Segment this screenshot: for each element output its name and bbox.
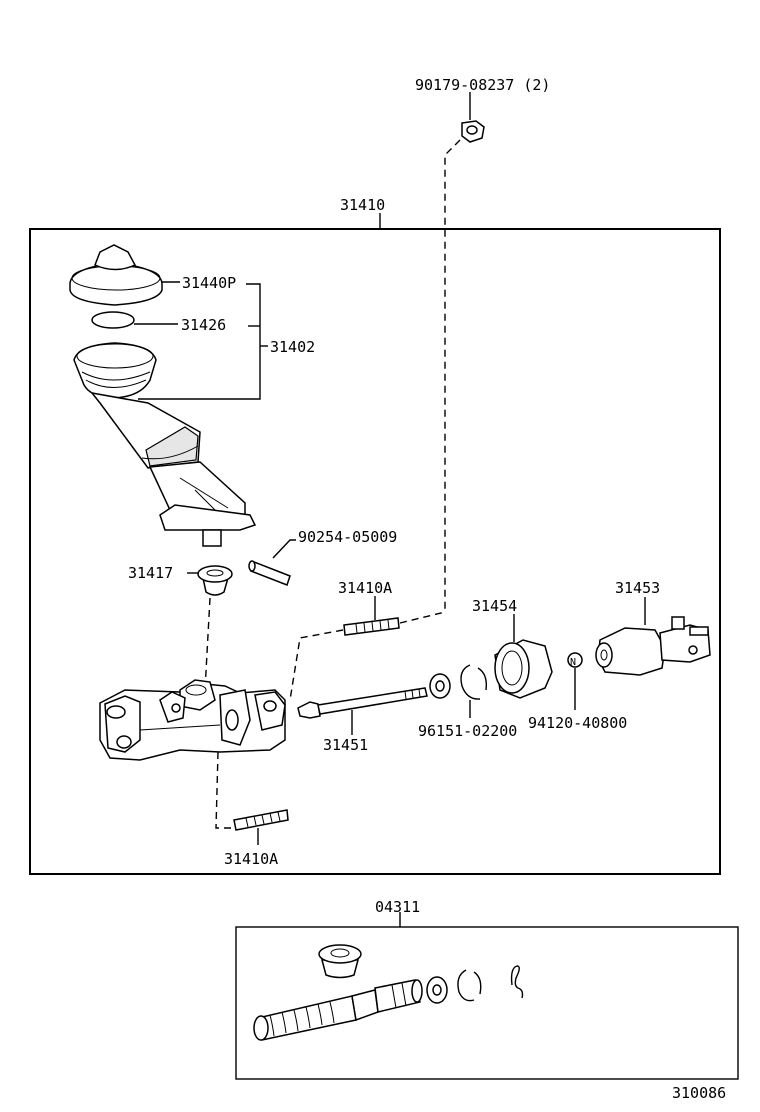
label-gasket: 31426 <box>181 316 226 334</box>
grommet-part <box>197 565 233 596</box>
label-stud-upper: 31410A <box>338 579 392 597</box>
snap-ring-part <box>460 664 488 700</box>
clevis-part <box>595 616 711 676</box>
bolt-top-part <box>461 92 485 143</box>
gasket-part <box>91 311 135 329</box>
kit-frame <box>235 926 739 1080</box>
label-kit: 04311 <box>375 898 420 916</box>
washer-part <box>429 673 451 699</box>
pushrod-part <box>297 687 428 719</box>
reservoir-cap-part <box>69 244 163 306</box>
stud-upper-part <box>343 617 400 636</box>
label-snap-ring: 96151-02200 <box>418 722 517 740</box>
pin-part <box>248 560 291 586</box>
label-boot: 31454 <box>472 597 517 615</box>
label-grommet: 31417 <box>128 564 173 582</box>
label-stud-lower: 31410A <box>224 850 278 868</box>
label-assembly: 31410 <box>340 196 385 214</box>
label-pushrod: 31451 <box>323 736 368 754</box>
assembly-frame <box>29 228 721 875</box>
stud-lower-part <box>233 809 289 831</box>
label-nut: 94120-40800 <box>528 714 627 732</box>
boot-part <box>494 639 553 699</box>
label-figure-number: 310086 <box>672 1084 726 1102</box>
label-reservoir-group: 31402 <box>270 338 315 356</box>
kit-contents-part <box>253 944 524 1041</box>
nut-marker-label: N <box>570 657 576 668</box>
label-cap: 31440P <box>182 274 236 292</box>
nut-part: N <box>567 652 583 668</box>
label-bolt-top: 90179-08237 (2) <box>415 76 550 94</box>
master-cylinder-body-part <box>99 679 286 761</box>
label-clevis: 31453 <box>615 579 660 597</box>
label-pin: 90254-05009 <box>298 528 397 546</box>
reservoir-part <box>73 342 257 547</box>
